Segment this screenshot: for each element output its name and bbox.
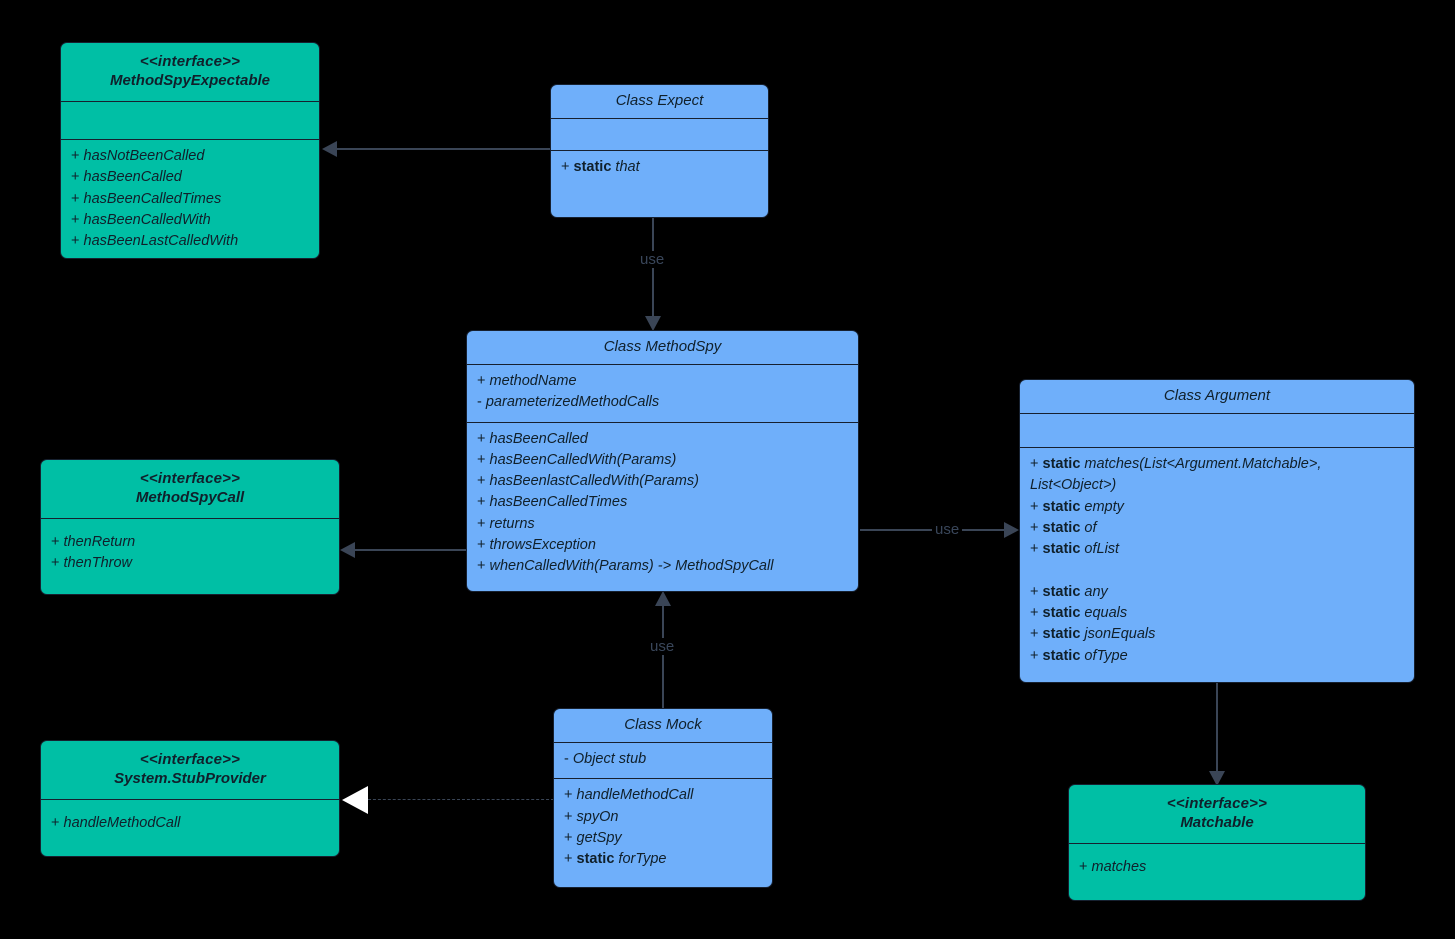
member-row: + hasBeenCalled bbox=[71, 169, 182, 186]
interface-name: Matchable bbox=[1180, 814, 1254, 831]
edge-argument-to-matchable-line bbox=[1216, 683, 1218, 773]
interface-name: MethodSpyCall bbox=[135, 489, 245, 506]
node-header: Class MethodSpy bbox=[467, 331, 858, 364]
member-row: + static ofList bbox=[1030, 541, 1120, 558]
member-row: + hasBeenlastCalledWith(Params) bbox=[477, 473, 699, 490]
member-row: + static jsonEquals bbox=[1030, 626, 1156, 643]
operations-compartment: + static that bbox=[551, 150, 768, 186]
edge-methodspy-to-methodspycall-arrowhead bbox=[340, 542, 355, 558]
member-row: + whenCalledWith(Params) -> MethodSpyCal… bbox=[477, 558, 774, 575]
node-stub-provider[interactable]: <<interface>> System.StubProvider + hand… bbox=[40, 740, 340, 857]
class-name: Class Argument bbox=[1163, 387, 1271, 404]
member-row: + static empty bbox=[1030, 498, 1124, 515]
edge-label-use-expect-methodspy: use bbox=[637, 251, 668, 268]
operations-compartment: + hasBeenCalled + hasBeenCalledWith(Para… bbox=[467, 421, 858, 586]
stereotype-label: <<interface>> bbox=[139, 751, 241, 768]
attributes-compartment bbox=[551, 118, 768, 150]
operations-compartment: + matches bbox=[1069, 843, 1365, 886]
member-row: + getSpy bbox=[564, 829, 622, 846]
member-row: + hasBeenCalledWith bbox=[71, 211, 211, 228]
member-row: + static ofType bbox=[1030, 647, 1128, 664]
node-header: <<interface>> System.StubProvider bbox=[41, 741, 339, 799]
attributes-compartment bbox=[61, 101, 319, 139]
member-row: + handleMethodCall bbox=[51, 815, 181, 831]
edge-mock-uses-methodspy-arrowhead bbox=[655, 591, 671, 606]
node-expect[interactable]: Class Expect + static that bbox=[550, 84, 769, 218]
node-method-spy[interactable]: Class MethodSpy + methodName - parameter… bbox=[466, 330, 859, 592]
node-header: Class Expect bbox=[551, 85, 768, 118]
node-header: Class Mock bbox=[554, 709, 772, 742]
class-name: Class Mock bbox=[624, 716, 702, 733]
edge-mock-implements-stubprovider-arrowhead bbox=[342, 786, 368, 814]
class-name: Class MethodSpy bbox=[603, 338, 722, 355]
member-row: + hasBeenCalledWith(Params) bbox=[477, 451, 677, 468]
member-row: + static any bbox=[1030, 583, 1108, 600]
attributes-compartment: + methodName - parameterizedMethodCalls bbox=[467, 364, 858, 422]
operations-compartment: + handleMethodCall + spyOn + getSpy + st… bbox=[554, 778, 772, 878]
edge-expect-uses-methodspy-line bbox=[652, 218, 654, 318]
node-mock[interactable]: Class Mock - Object stub + handleMethodC… bbox=[553, 708, 773, 888]
operations-compartment: + hasNotBeenCalled + hasBeenCalled + has… bbox=[61, 139, 319, 258]
member-row: + handleMethodCall bbox=[564, 787, 694, 804]
edge-argument-to-matchable-arrowhead bbox=[1209, 771, 1225, 786]
edge-methodspy-uses-argument-arrowhead bbox=[1004, 522, 1019, 538]
stereotype-label: <<interface>> bbox=[1166, 795, 1268, 812]
interface-name: MethodSpyExpectable bbox=[109, 72, 271, 89]
member-row: + hasBeenCalledTimes bbox=[71, 190, 222, 207]
member-row: + static forType bbox=[564, 851, 667, 868]
node-matchable[interactable]: <<interface>> Matchable + matches bbox=[1068, 784, 1366, 901]
operations-compartment: + static matches(List<Argument.Matchable… bbox=[1020, 447, 1414, 675]
edge-expect-uses-methodspy-arrowhead bbox=[645, 316, 661, 331]
edge-mock-implements-stubprovider-line bbox=[368, 799, 554, 800]
attributes-compartment: - Object stub bbox=[554, 742, 772, 778]
attributes-compartment bbox=[1020, 413, 1414, 447]
edge-expect-to-expectable-line bbox=[336, 148, 550, 150]
edge-expect-to-expectable-arrowhead bbox=[322, 141, 337, 157]
node-argument[interactable]: Class Argument + static matches(List<Arg… bbox=[1019, 379, 1415, 683]
operations-compartment: + thenReturn + thenThrow bbox=[41, 518, 339, 583]
member-row: + returns bbox=[477, 515, 535, 532]
member-row: + throwsException bbox=[477, 537, 596, 554]
member-row: + hasNotBeenCalled bbox=[71, 148, 205, 164]
edge-methodspy-to-methodspycall-line bbox=[354, 549, 466, 551]
operations-compartment: + handleMethodCall bbox=[41, 799, 339, 842]
member-row: + static matches(List<Argument.Matchable… bbox=[1030, 456, 1326, 494]
member-row: + hasBeenCalled bbox=[477, 430, 588, 447]
member-row: + spyOn bbox=[564, 808, 619, 825]
stereotype-label: <<interface>> bbox=[139, 53, 241, 70]
member-row: - parameterizedMethodCalls bbox=[477, 394, 660, 411]
node-header: <<interface>> Matchable bbox=[1069, 785, 1365, 843]
member-row: + hasBeenLastCalledWith bbox=[71, 233, 239, 250]
member-row: + static that bbox=[561, 159, 640, 175]
interface-name: System.StubProvider bbox=[114, 770, 266, 787]
node-header: Class Argument bbox=[1020, 380, 1414, 413]
member-row-spacer bbox=[1030, 560, 1404, 581]
member-row: + hasBeenCalledTimes bbox=[477, 494, 628, 511]
edge-label-use-methodspy-argument: use bbox=[932, 521, 963, 538]
node-header: <<interface>> MethodSpyCall bbox=[41, 460, 339, 518]
member-row: + thenReturn bbox=[51, 534, 136, 550]
member-row: + matches bbox=[1079, 859, 1147, 875]
edge-mock-uses-methodspy-line bbox=[662, 604, 664, 708]
node-header: <<interface>> MethodSpyExpectable bbox=[61, 43, 319, 101]
member-row: + static of bbox=[1030, 519, 1097, 536]
edge-label-use-mock-methodspy: use bbox=[647, 638, 678, 655]
member-row: + thenThrow bbox=[51, 555, 133, 572]
member-row: + methodName bbox=[477, 373, 577, 389]
node-method-spy-expectable[interactable]: <<interface>> MethodSpyExpectable + hasN… bbox=[60, 42, 320, 259]
class-name: Class Expect bbox=[615, 92, 704, 109]
member-row: - Object stub bbox=[564, 751, 647, 767]
stereotype-label: <<interface>> bbox=[139, 470, 241, 487]
member-row: + static equals bbox=[1030, 605, 1128, 622]
node-method-spy-call[interactable]: <<interface>> MethodSpyCall + thenReturn… bbox=[40, 459, 340, 595]
